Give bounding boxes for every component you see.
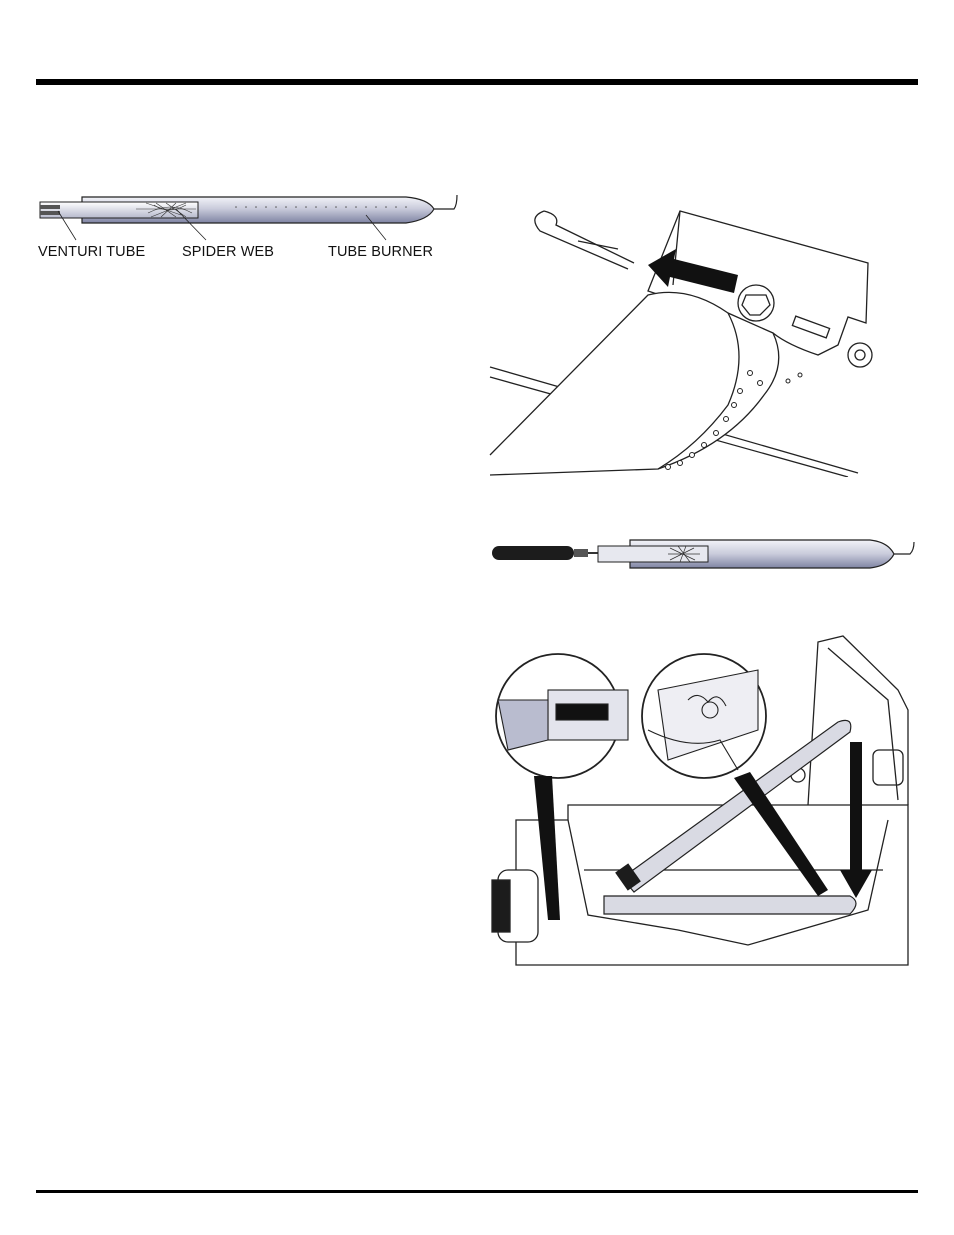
cotter-pin-bracket-figure: [489, 210, 873, 477]
grill-burner-install-figure: [491, 635, 909, 966]
screwdriver-cleaning-figure: [492, 539, 915, 569]
footer-rule: [36, 1190, 918, 1193]
label-tube-burner: TUBE BURNER: [328, 244, 434, 260]
label-spider-web: SPIDER WEB: [182, 244, 275, 260]
header-rule: [36, 79, 918, 85]
label-venturi-tube: VENTURI TUBE: [38, 244, 146, 260]
tube-burner-cutaway-figure: [39, 194, 458, 241]
